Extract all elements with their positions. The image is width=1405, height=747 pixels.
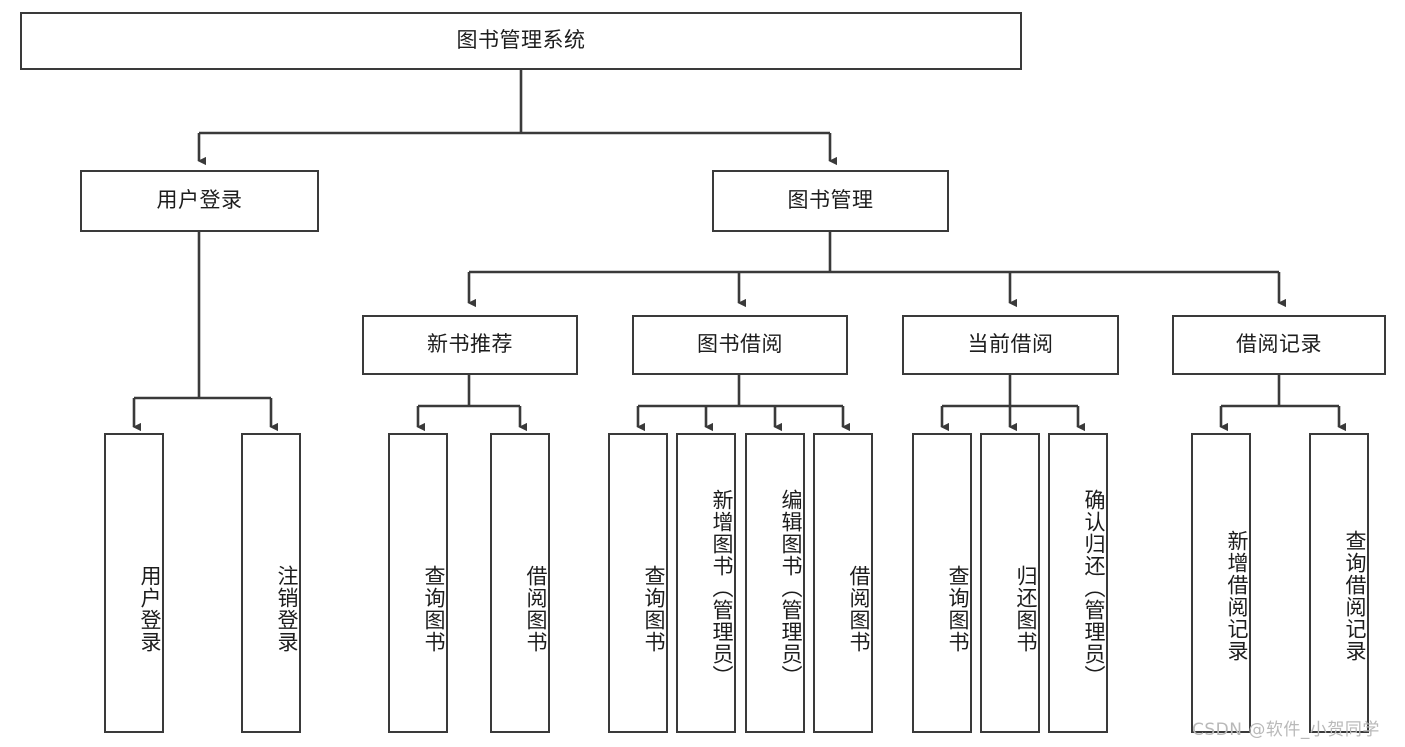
- node-current-borrow[interactable]: 当前借阅: [902, 315, 1119, 375]
- node-new-book-recommend[interactable]: 新书推荐: [362, 315, 578, 375]
- leaf-current-return-book[interactable]: 归还图书: [980, 433, 1040, 733]
- node-root-book-management-system[interactable]: 图书管理系统: [20, 12, 1022, 70]
- node-book-management[interactable]: 图书管理: [712, 170, 949, 232]
- leaf-record-add-borrow-record[interactable]: 新增借阅记录: [1191, 433, 1251, 733]
- node-borrow-record[interactable]: 借阅记录: [1172, 315, 1386, 375]
- leaf-record-query-borrow-record[interactable]: 查询借阅记录: [1309, 433, 1369, 733]
- leaf-recommend-borrow-book[interactable]: 借阅图书: [490, 433, 550, 733]
- leaf-borrow-query-book[interactable]: 查询图书: [608, 433, 668, 733]
- leaf-recommend-query-book[interactable]: 查询图书: [388, 433, 448, 733]
- leaf-user-login-signout[interactable]: 注销登录: [241, 433, 301, 733]
- leaf-user-login-signin[interactable]: 用户登录: [104, 433, 164, 733]
- leaf-current-query-book[interactable]: 查询图书: [912, 433, 972, 733]
- node-book-borrow[interactable]: 图书借阅: [632, 315, 848, 375]
- leaf-borrow-add-book-admin[interactable]: 新增图书（管理员）: [676, 433, 736, 733]
- leaf-borrow-borrow-book[interactable]: 借阅图书: [813, 433, 873, 733]
- node-user-login[interactable]: 用户登录: [80, 170, 319, 232]
- csdn-watermark: CSDN @软件_小贺同学: [1192, 720, 1380, 740]
- leaf-current-confirm-return-admin[interactable]: 确认归还（管理员）: [1048, 433, 1108, 733]
- leaf-borrow-edit-book-admin[interactable]: 编辑图书（管理员）: [745, 433, 805, 733]
